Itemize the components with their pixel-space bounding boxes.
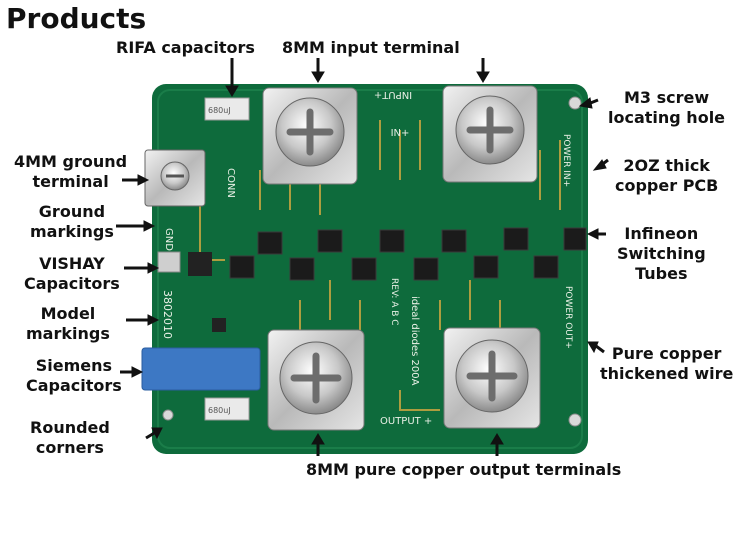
pcb-traces [199,120,561,411]
label-thick-wire: Pure copper thickened wire [600,344,734,383]
power-out-marking: POWER OUT+ [563,286,573,349]
rifa-cap-text: 680uJ [208,106,231,115]
bottom-cap-text: 680uJ [208,406,231,415]
output-terminal-left [267,329,365,431]
in-plus-marking: IN+ [391,128,410,139]
model-marking: 3802010 [161,290,174,339]
label-infineon: Infineon Switching Tubes [617,224,706,283]
label-vishay: VISHAY Capacitors [24,254,120,293]
ideal-diodes-marking: ideal diodes 200A [409,296,420,386]
ground-terminal [144,149,206,207]
label-ground-terminal: 4MM ground terminal [14,152,128,191]
label-output-terminals: 8MM pure copper output terminals [306,460,622,479]
rifa-capacitor [204,97,250,121]
input-marking: INPUT+ [374,89,412,100]
label-rounded: Rounded corners [30,418,110,457]
page-title: Products [6,2,147,35]
label-model: Model markings [26,304,110,343]
label-copper-pcb: 2OZ thick copper PCB [615,156,719,195]
conn-marking: CONN [225,168,236,198]
label-rifa: RIFA capacitors [116,38,255,57]
bottom-capacitor [204,397,250,421]
annotation-arrows [116,58,609,456]
output-marking: OUTPUT + [380,416,432,427]
power-in-marking: POWER IN+ [561,134,571,187]
gnd-marking: GND [163,228,174,251]
label-siemens: Siemens Capacitors [26,356,122,395]
input-terminal-left [262,87,358,185]
input-terminal-right [442,85,538,183]
mounting-holes [162,96,582,427]
label-ground-markings: Ground markings [30,202,114,241]
rev-marking: REV: A B C [389,278,399,326]
siemens-capacitor [141,347,261,391]
mosfet-switching-tubes [229,227,587,281]
label-m3-hole: M3 screw locating hole [608,88,726,127]
label-input-terminal: 8MM input terminal [282,38,460,57]
output-terminal-right [443,327,541,429]
vishay-capacitor [157,251,181,273]
